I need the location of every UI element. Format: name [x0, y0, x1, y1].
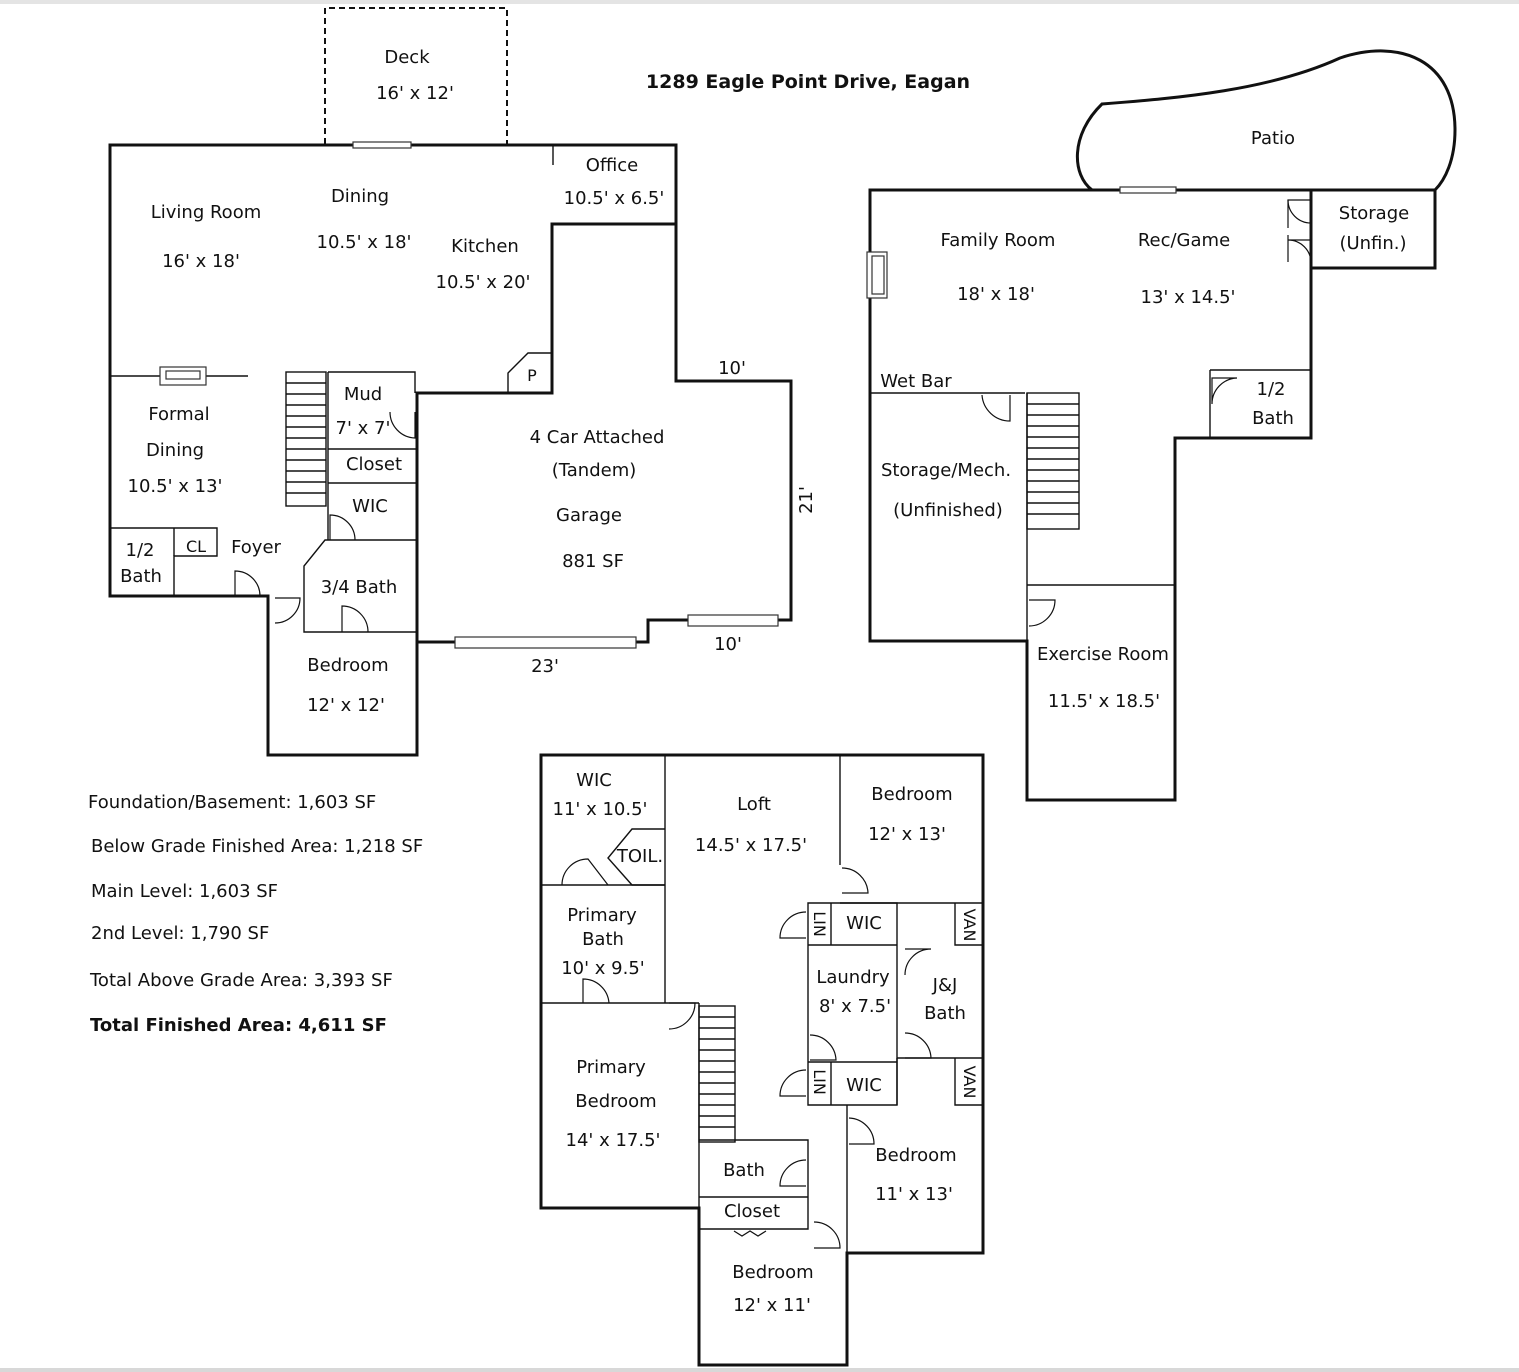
bedroom-s-label: Bedroom	[732, 1262, 813, 1283]
kitchen-label: Kitchen	[451, 236, 519, 257]
loft-label: Loft	[737, 794, 771, 815]
garage-area: 881 SF	[562, 551, 624, 572]
summary-second-level: 2nd Level: 1,790 SF	[91, 923, 269, 944]
three-quarter-bath-label: 3/4 Bath	[321, 577, 398, 598]
dining-label: Dining	[331, 186, 389, 207]
toil-label: TOIL.	[616, 846, 663, 867]
upper-stairs	[698, 1005, 736, 1143]
garage-label-3: Garage	[556, 505, 622, 526]
patio-outline	[1075, 49, 1457, 192]
wic-small-label-1: WIC	[846, 913, 882, 934]
main-level	[108, 7, 793, 757]
main-stairs	[285, 371, 327, 507]
lower-half-bath-label-2: Bath	[1252, 408, 1294, 429]
lin-label-2: LIN	[810, 1069, 829, 1095]
bedroom-ne-dim: 12' x 13'	[868, 824, 946, 845]
garage-dim-top: 10'	[718, 358, 746, 379]
bedroom-main-dim: 12' x 12'	[307, 695, 385, 716]
primary-bath-label-1: Primary	[567, 905, 637, 926]
main-exterior-wall	[108, 143, 678, 757]
plan-title: 1289 Eagle Point Drive, Eagan	[646, 71, 970, 93]
formal-dining-label-1: Formal	[148, 404, 209, 425]
lower-stairs	[1026, 392, 1080, 530]
primary-bath-dim: 10' x 9.5'	[561, 958, 645, 979]
bedroom-se-dim: 11' x 13'	[875, 1184, 953, 1205]
foyer-label: Foyer	[231, 537, 281, 558]
primary-bedroom-label-1: Primary	[576, 1057, 646, 1078]
half-bath-label-1: 1/2	[126, 540, 155, 561]
bedroom-s-dim: 12' x 11'	[733, 1295, 811, 1316]
family-room-label: Family Room	[941, 230, 1056, 251]
deck-label: Deck	[384, 47, 430, 68]
top-border	[0, 0, 1519, 4]
formal-dining-label-2: Dining	[146, 440, 204, 461]
exercise-room-dim: 11.5' x 18.5'	[1048, 691, 1160, 712]
mud-dim: 7' x 7'	[336, 418, 391, 439]
storage-mech-label-1: Storage/Mech.	[881, 460, 1011, 481]
garage-label-2: (Tandem)	[552, 460, 637, 481]
jj-bath-label-2: Bath	[924, 1003, 966, 1024]
upper-wic-label: WIC	[576, 770, 612, 791]
summary-below-grade: Below Grade Finished Area: 1,218 SF	[91, 836, 423, 857]
lower-exterior-wall	[868, 188, 1437, 802]
deck-dim: 16' x 12'	[376, 83, 454, 104]
living-room-label: Living Room	[151, 202, 262, 223]
primary-bedroom-label-2: Bedroom	[575, 1091, 656, 1112]
office-label: Office	[586, 155, 639, 176]
closet-label: Closet	[346, 454, 402, 475]
van-label-2: VAN	[960, 1066, 979, 1099]
wic-label: WIC	[352, 496, 388, 517]
garage-label-1: 4 Car Attached	[530, 427, 665, 448]
upper-bath-label: Bath	[723, 1160, 765, 1181]
formal-dining-dim: 10.5' x 13'	[128, 476, 223, 497]
garage-dim-bottom-right: 10'	[714, 634, 742, 655]
living-room-dim: 16' x 18'	[162, 251, 240, 272]
summary-above-grade: Total Above Grade Area: 3,393 SF	[89, 970, 393, 991]
kitchen-dim: 10.5' x 20'	[436, 272, 531, 293]
dining-dim: 10.5' x 18'	[317, 232, 412, 253]
exercise-room-label: Exercise Room	[1037, 644, 1169, 665]
bedroom-ne-label: Bedroom	[871, 784, 952, 805]
storage-label-1: Storage	[1339, 203, 1409, 224]
half-bath-label-2: Bath	[120, 566, 162, 587]
lower-half-bath-label-1: 1/2	[1257, 379, 1286, 400]
primary-bedroom-dim: 14' x 17.5'	[566, 1130, 661, 1151]
primary-bath-label-2: Bath	[582, 929, 624, 950]
laundry-label: Laundry	[816, 967, 890, 988]
wic-small-label-2: WIC	[846, 1075, 882, 1096]
office-dim: 10.5' x 6.5'	[564, 188, 665, 209]
upper-level	[539, 753, 985, 1367]
wet-bar-label: Wet Bar	[880, 371, 952, 392]
upper-exterior-wall	[539, 753, 985, 1367]
bedroom-main-label: Bedroom	[307, 655, 388, 676]
laundry-dim: 8' x 7.5'	[819, 996, 891, 1017]
area-summary: Foundation/Basement: 1,603 SF Below Grad…	[88, 792, 423, 1036]
garage-dim-bottom-left: 23'	[531, 656, 559, 677]
bedroom-se-label: Bedroom	[875, 1145, 956, 1166]
lin-label-1: LIN	[810, 911, 829, 937]
cl-label: CL	[186, 537, 206, 556]
storage-mech-label-2: (Unfinished)	[893, 500, 1003, 521]
family-room-dim: 18' x 18'	[957, 284, 1035, 305]
upper-closet-label: Closet	[724, 1201, 780, 1222]
storage-label-2: (Unfin.)	[1339, 233, 1406, 254]
summary-foundation: Foundation/Basement: 1,603 SF	[88, 792, 376, 813]
loft-dim: 14.5' x 17.5'	[695, 835, 807, 856]
garage-wall	[417, 224, 793, 644]
pantry-label: P	[527, 366, 537, 385]
bottom-border	[0, 1368, 1519, 1372]
rec-game-dim: 13' x 14.5'	[1141, 287, 1236, 308]
van-label-1: VAN	[960, 909, 979, 942]
jj-bath-label-1: J&J	[932, 975, 958, 996]
rec-game-label: Rec/Game	[1138, 230, 1230, 251]
deck-outline	[324, 7, 508, 144]
upper-wic-dim: 11' x 10.5'	[553, 799, 648, 820]
lower-level	[866, 49, 1457, 802]
patio-label: Patio	[1251, 128, 1295, 149]
summary-total-finished: Total Finished Area: 4,611 SF	[90, 1015, 387, 1036]
mud-label: Mud	[344, 384, 382, 405]
garage-dim-right: 21'	[796, 486, 817, 514]
summary-main-level: Main Level: 1,603 SF	[91, 881, 278, 902]
